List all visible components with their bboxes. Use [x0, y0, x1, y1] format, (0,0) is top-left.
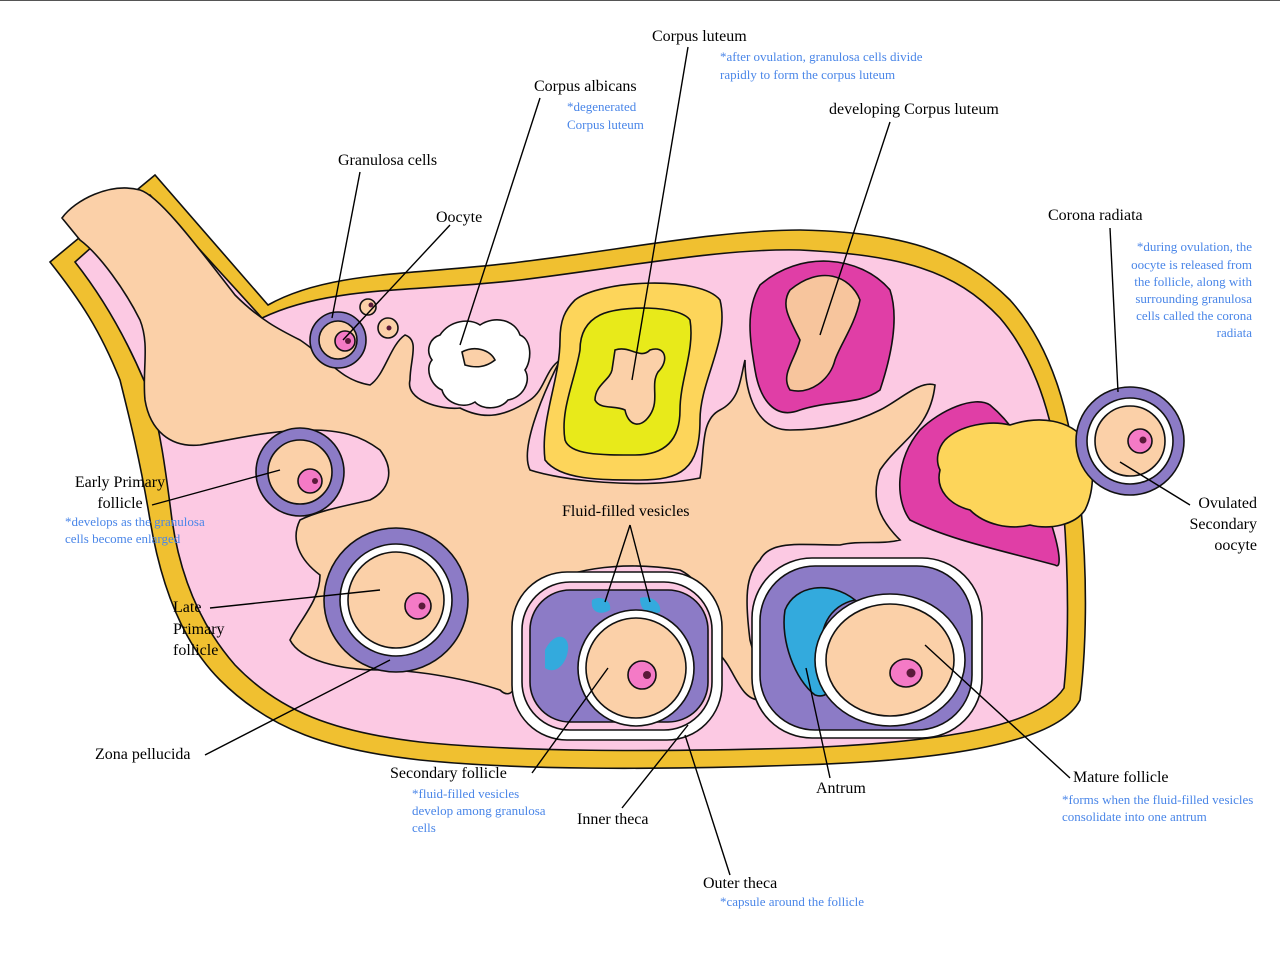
ovary-medulla	[60, 187, 936, 701]
leader-lines	[151, 46, 1191, 876]
label-mature-follicle: Mature follicle	[1073, 769, 1169, 786]
label-late-primary-3: follicle	[173, 642, 219, 659]
note-mature-2: consolidate into one antrum	[1062, 809, 1207, 824]
secondary-follicle	[511, 571, 723, 741]
note-corpus-albicans-1: *degenerated	[567, 99, 637, 114]
note-corpus-luteum-1: *after ovulation, granulosa cells divide	[720, 49, 923, 64]
label-corona-radiata: Corona radiata	[1048, 207, 1143, 224]
label-zona-pellucida: Zona pellucida	[95, 746, 191, 763]
corpus-luteum-core	[594, 348, 666, 425]
label-ovulated-2: Secondary	[1189, 516, 1257, 533]
corona-radiata-cells	[936, 419, 1094, 528]
note-secondary-2: develop among granulosa	[412, 803, 546, 818]
note-corona-radiata-5: cells called the corona	[1136, 308, 1252, 323]
note-mature-1: *forms when the fluid-filled vesicles	[1062, 792, 1254, 807]
label-late-primary-2: Primary	[173, 621, 225, 638]
note-outer-theca: *capsule around the follicle	[720, 894, 865, 909]
label-granulosa-cells: Granulosa cells	[338, 152, 438, 169]
note-early-primary-2: cells become enlarged	[65, 531, 181, 546]
label-early-primary-1: Early Primary	[74, 474, 166, 491]
label-antrum: Antrum	[816, 780, 866, 797]
note-early-primary-1: *develops as the granulosa	[65, 514, 205, 529]
label-outer-theca: Outer theca	[703, 875, 778, 892]
label-late-primary-1: Late	[173, 599, 202, 616]
late-primary-follicle	[323, 527, 469, 673]
note-corona-radiata-4: surrounding granulosa	[1135, 291, 1252, 306]
note-corpus-luteum-2: rapidly to form the corpus luteum	[720, 67, 896, 82]
note-secondary-3: cells	[412, 820, 436, 835]
label-developing-corpus-luteum: developing Corpus luteum	[829, 101, 999, 118]
note-corona-radiata-2: oocyte is released from	[1131, 257, 1252, 272]
label-secondary-follicle: Secondary follicle	[390, 765, 507, 782]
early-primary-follicle	[255, 427, 345, 517]
note-secondary-1: *fluid-filled vesicles	[412, 786, 520, 801]
mature-follicle	[751, 557, 983, 739]
ovulated-secondary-oocyte	[1075, 386, 1185, 496]
label-fluid-filled-vesicles: Fluid-filled vesicles	[562, 503, 690, 520]
developing-corpus-luteum-core	[785, 274, 861, 392]
label-corpus-luteum: Corpus luteum	[652, 28, 747, 45]
corpus-albicans-core	[461, 348, 497, 368]
label-early-primary-2: follicle	[97, 495, 143, 512]
label-inner-theca: Inner theca	[577, 811, 649, 828]
label-ovulated-3: oocyte	[1214, 537, 1257, 554]
top-border	[0, 0, 1280, 1]
note-corona-radiata-1: *during ovulation, the	[1136, 239, 1252, 254]
label-oocyte: Oocyte	[436, 209, 483, 226]
label-corpus-albicans: Corpus albicans	[534, 78, 637, 95]
note-corpus-albicans-2: Corpus luteum	[567, 117, 644, 132]
note-corona-radiata-3: the follicle, along with	[1134, 274, 1252, 289]
note-corona-radiata-6: radiata	[1216, 325, 1252, 340]
label-ovulated-1: Ovulated	[1198, 495, 1257, 512]
